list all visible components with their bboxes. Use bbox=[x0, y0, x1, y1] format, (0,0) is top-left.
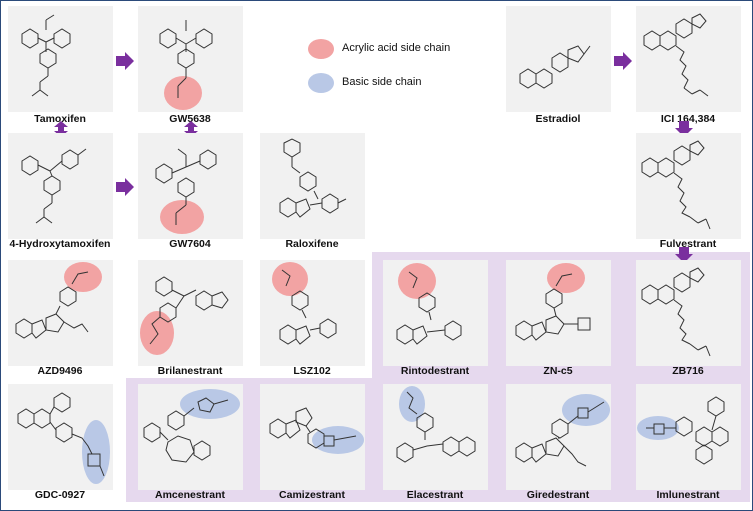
label-imlunestrant: Imlunestrant bbox=[656, 489, 720, 501]
structure-tamoxifen bbox=[8, 6, 113, 112]
label-gdc-0927: GDC-0927 bbox=[34, 489, 86, 501]
label-azd9496: AZD9496 bbox=[37, 365, 83, 377]
label-camizestrant: Camizestrant bbox=[279, 489, 345, 501]
arrow-down-icon bbox=[675, 247, 693, 263]
legend-label-acrylic: Acrylic acid side chain bbox=[342, 42, 451, 54]
label-zn-c5: ZN-c5 bbox=[543, 365, 573, 377]
label-tamoxifen: Tamoxifen bbox=[34, 113, 86, 125]
structure-imlunestrant bbox=[636, 384, 741, 490]
label-brilanestrant: Brilanestrant bbox=[157, 365, 223, 377]
arrow-down-icon bbox=[675, 121, 693, 137]
structure-giredestrant bbox=[506, 384, 611, 490]
label-zb716: ZB716 bbox=[672, 365, 704, 377]
label-giredestrant: Giredestrant bbox=[526, 489, 590, 501]
label-estradiol: Estradiol bbox=[535, 113, 581, 125]
structure-amcenestrant bbox=[138, 384, 243, 490]
structure-zb716 bbox=[636, 260, 741, 366]
structure-azd9496 bbox=[8, 260, 113, 366]
arrow-right-icon bbox=[116, 178, 134, 196]
label-gw7604: GW7604 bbox=[169, 238, 211, 250]
structure-zn-c5 bbox=[506, 260, 611, 366]
structure-raloxifene bbox=[260, 133, 365, 239]
structure-gw7604 bbox=[138, 133, 243, 239]
legend-swatch-basic bbox=[308, 73, 334, 93]
label-ici-164384: ICI 164,384 bbox=[660, 113, 716, 125]
structure-ici-164384 bbox=[636, 6, 741, 112]
structure-gw5638 bbox=[138, 6, 243, 112]
label-elacestrant: Elacestrant bbox=[406, 489, 464, 501]
legend-swatch-acrylic bbox=[308, 39, 334, 59]
structure-rintodestrant bbox=[383, 260, 488, 366]
label-fulvestrant: Fulvestrant bbox=[659, 238, 717, 250]
structure-estradiol bbox=[506, 6, 611, 112]
legend: Acrylic acid side chain Basic side chain bbox=[308, 38, 498, 98]
label-raloxifene: Raloxifene bbox=[285, 238, 339, 250]
legend-label-basic: Basic side chain bbox=[342, 76, 422, 88]
label-rintodestrant: Rintodestrant bbox=[400, 365, 470, 377]
structure-brilanestrant bbox=[138, 260, 243, 366]
structure-4-hydroxytamoxifen bbox=[8, 133, 113, 239]
label-4-hydroxytamoxifen: 4-Hydroxytamoxifen bbox=[9, 238, 111, 250]
structure-gdc-0927 bbox=[8, 384, 113, 490]
arrow-right-icon bbox=[116, 52, 134, 70]
arrow-right-icon bbox=[614, 52, 632, 70]
label-gw5638: GW5638 bbox=[169, 113, 211, 125]
structure-camizestrant bbox=[260, 384, 365, 490]
structure-lsz102 bbox=[260, 260, 365, 366]
label-lsz102: LSZ102 bbox=[293, 365, 331, 377]
structure-fulvestrant bbox=[636, 133, 741, 239]
structure-elacestrant bbox=[383, 384, 488, 490]
label-amcenestrant: Amcenestrant bbox=[154, 489, 226, 501]
